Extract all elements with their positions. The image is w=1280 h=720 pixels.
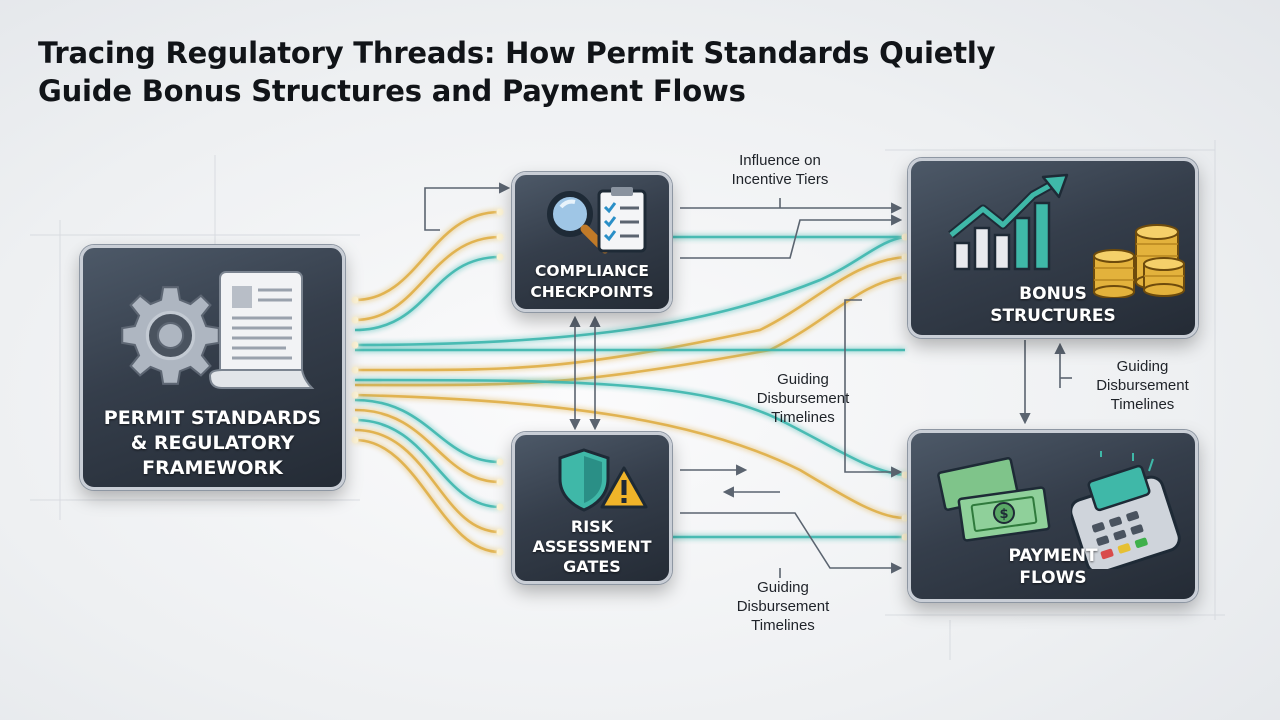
growth-chart-icon <box>948 173 1069 271</box>
checklist-icon <box>597 187 647 253</box>
title-line-2: Guide Bonus Structures and Payment Flows <box>38 74 746 108</box>
title-line-1: Tracing Regulatory Threads: How Permit S… <box>38 36 996 70</box>
permit-standards-label: Permit Standards & Regulatory Framework <box>103 407 322 479</box>
gold-threads <box>354 210 906 554</box>
risk-assessment-gates-label: Risk Assessment Gates <box>532 517 652 576</box>
annotation-incentive-tiers: Influence on Incentive Tiers <box>731 152 829 188</box>
payment-flows-node: $ Payment Flows <box>908 430 1198 602</box>
teal-threads <box>354 235 906 539</box>
gear-icon <box>121 286 220 385</box>
payment-terminal-icon <box>1071 451 1181 569</box>
warning-icon <box>600 466 648 509</box>
page-title: Tracing Regulatory Threads: How Permit S… <box>38 34 1238 110</box>
risk-assessment-gates-node: Risk Assessment Gates <box>512 432 672 584</box>
shield-icon <box>558 448 610 512</box>
document-scroll-icon <box>208 271 315 389</box>
coin-stack-icon <box>1093 224 1185 298</box>
annotation-right-disbursement: Guiding Disbursement Timelines <box>1096 358 1189 413</box>
annotation-bottom-disbursement: Guiding Disbursement Timelines <box>736 579 830 634</box>
bonus-structures-node: Bonus Structures <box>908 158 1198 338</box>
background-grid <box>30 140 1225 660</box>
thread-endpoint-dots <box>351 208 909 556</box>
payment-flows-label: Payment Flows <box>1008 546 1098 588</box>
permit-standards-node: Permit Standards & Regulatory Framework <box>80 245 345 490</box>
connector-arrows <box>424 182 1072 578</box>
cash-stack-icon: $ <box>937 457 1051 542</box>
bonus-structures-label: Bonus Structures <box>990 284 1116 326</box>
annotation-center-disbursement: Guiding Disbursement Timelines <box>756 371 850 426</box>
svg-text:$: $ <box>999 507 1008 522</box>
compliance-checkpoints-node: Compliance Checkpoints <box>512 172 672 312</box>
compliance-checkpoints-label: Compliance Checkpoints <box>530 262 654 301</box>
